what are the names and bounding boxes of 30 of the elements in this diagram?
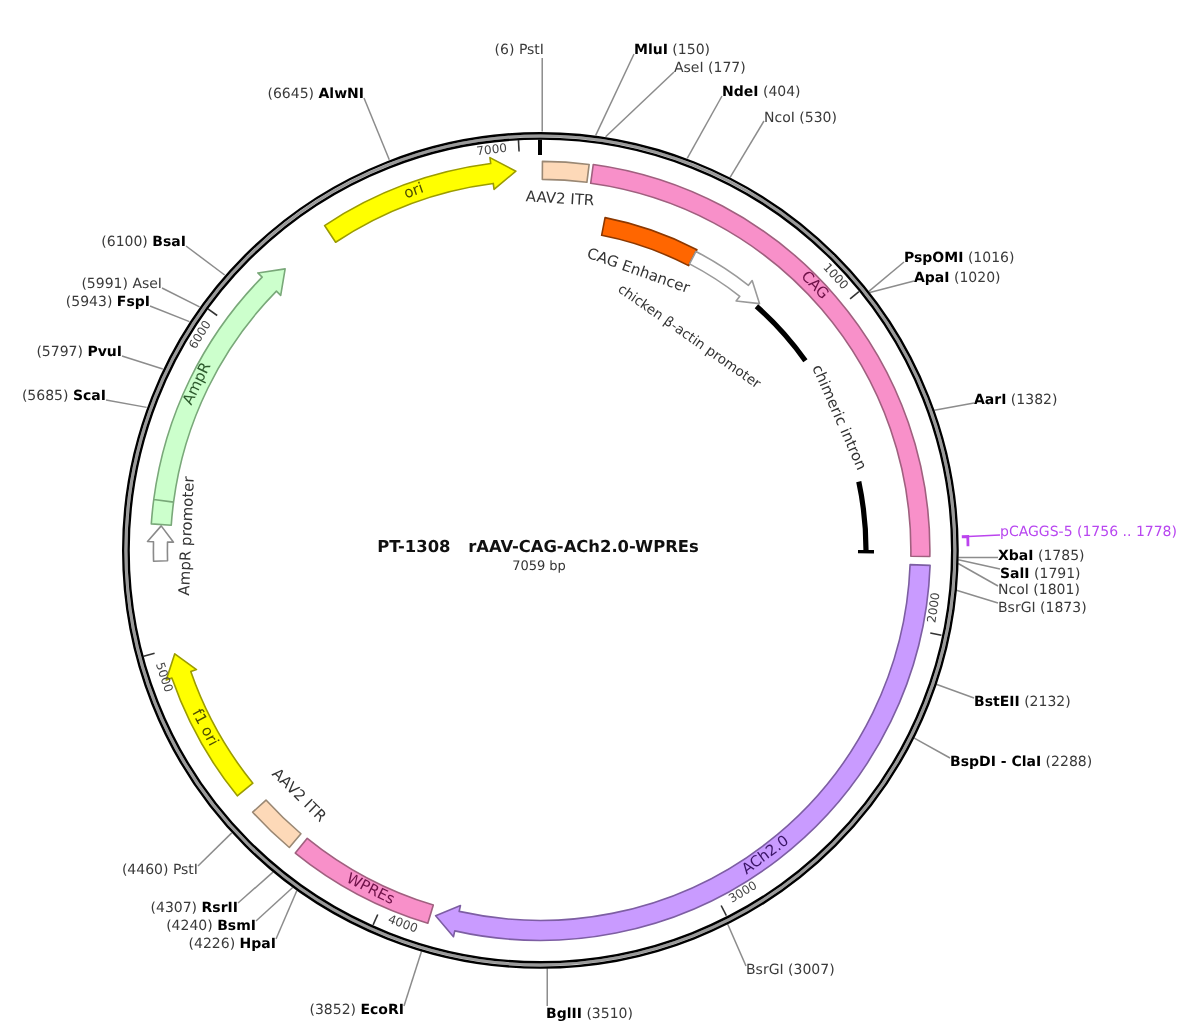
leader-line <box>185 245 226 276</box>
leader-line <box>363 97 391 161</box>
leader-line <box>726 923 747 967</box>
leader-line <box>957 559 1001 570</box>
plasmid-title: PT-1308 rAAV-CAG-ACh2.0-WPREs <box>377 536 699 556</box>
leader-line <box>955 589 999 604</box>
leader-line <box>161 287 201 308</box>
leader-line <box>868 261 905 293</box>
leader-line <box>869 280 915 294</box>
leader-line <box>275 889 298 940</box>
leader-line <box>403 950 423 1007</box>
primer-mark <box>961 535 970 547</box>
leader-line <box>594 53 635 137</box>
leader-line <box>967 534 1001 538</box>
leader-line <box>686 95 723 160</box>
leader-line <box>729 120 765 179</box>
leader-line <box>149 305 191 323</box>
leader-line <box>255 886 294 922</box>
leader-line <box>957 562 999 587</box>
leader-line <box>197 832 233 867</box>
leader-line <box>604 71 675 138</box>
leader-line <box>957 556 999 559</box>
leader-line <box>237 871 274 904</box>
leader-line <box>121 355 164 370</box>
leader-line <box>935 683 975 699</box>
leader-line <box>546 967 548 1007</box>
leader-line <box>105 399 148 409</box>
leader-line <box>541 57 543 133</box>
leader-line <box>933 402 975 411</box>
leader-line <box>913 737 951 759</box>
